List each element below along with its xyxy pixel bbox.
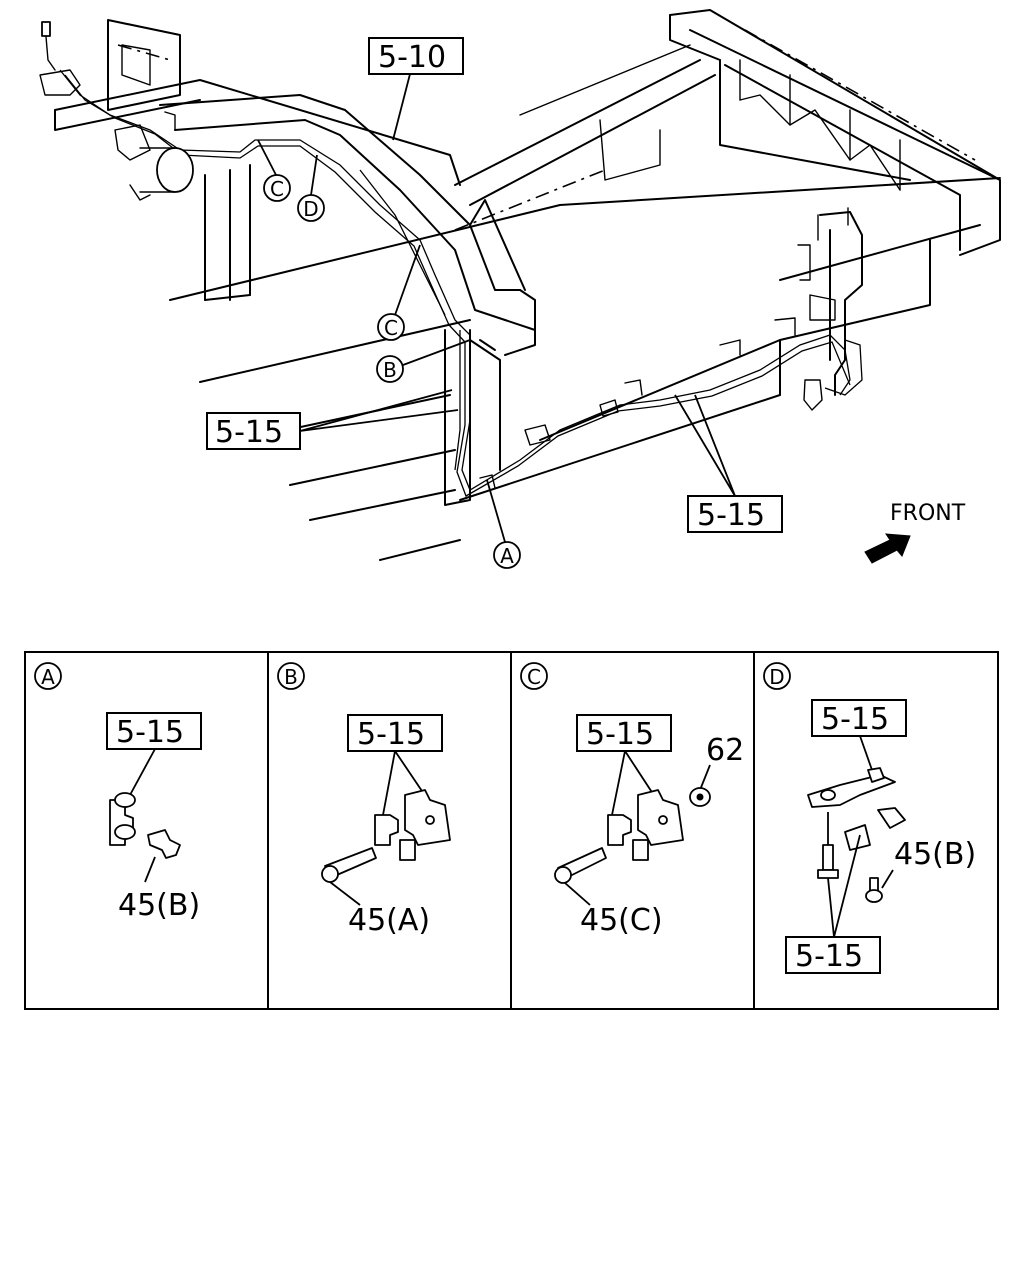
svg-text:45(C): 45(C) [580,903,663,938]
svg-text:D: D [769,665,784,689]
svg-text:5-15: 5-15 [821,702,889,737]
chassis-frame [54,9,1001,561]
svg-text:D: D [303,197,318,221]
panel-a: A 5-15 45(B) [34,662,202,923]
marker-d: D [297,154,325,222]
svg-text:5-15: 5-15 [357,717,425,752]
svg-text:C: C [384,316,398,340]
svg-text:5-15: 5-15 [697,498,765,533]
svg-text:5-15: 5-15 [586,717,654,752]
svg-text:5-15: 5-15 [116,715,184,750]
svg-text:5-15: 5-15 [795,939,863,974]
svg-text:C: C [270,177,284,201]
svg-text:5-15: 5-15 [215,415,283,450]
svg-text:45(A): 45(A) [348,903,430,938]
panel-c: C 5-15 62 45(C) [520,662,744,938]
callout-5-10: 5-10 [368,37,464,141]
panel-d: D 5-15 45(B) 5-15 [763,662,976,974]
callout-5-15-left: 5-15 [206,389,459,450]
svg-text:B: B [383,358,397,382]
marker-b: B [376,339,471,383]
front-indicator: FRONT [864,501,966,564]
panel-b: B 5-15 45(A) [277,662,451,938]
svg-text:A: A [41,665,55,689]
callout-5-15-right: 5-15 [674,394,783,533]
svg-text:B: B [284,665,298,689]
svg-text:FRONT: FRONT [890,501,966,526]
marker-c-lower: C [377,244,421,341]
svg-text:5-10: 5-10 [378,40,446,75]
svg-text:45(B): 45(B) [118,888,200,923]
front-arrow-icon [864,533,911,564]
svg-text:C: C [527,665,541,689]
brake-pipes [39,21,863,497]
svg-text:62: 62 [706,733,744,768]
svg-text:A: A [500,544,514,568]
detail-panels [24,651,999,1010]
marker-a: A [486,479,521,569]
marker-c-upper: C [257,139,291,202]
svg-text:45(B): 45(B) [894,837,976,872]
